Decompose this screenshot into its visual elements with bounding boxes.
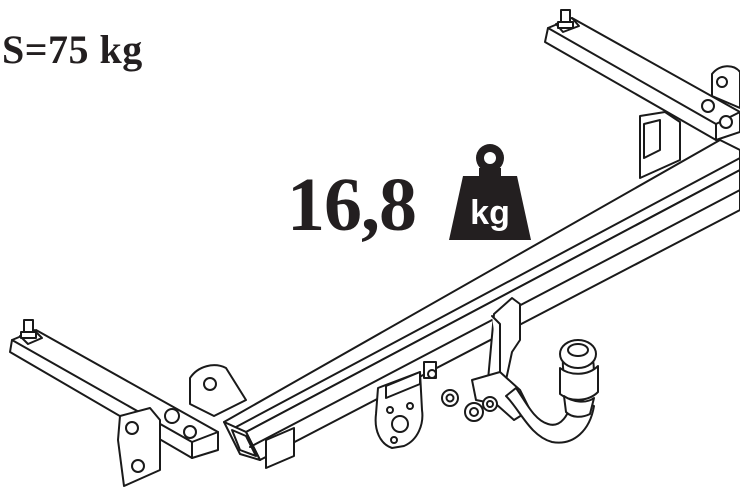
tow-neck [441,297,531,422]
right-mounting-bracket [544,9,740,231]
static-load-label: S=75 kg [2,27,143,72]
weight-unit-badge: kg [470,194,510,232]
weight-kg-icon: kg [449,144,531,240]
weight-value: 16,8 [287,163,417,247]
left-mounting-bracket [9,319,295,487]
tow-ball [505,339,599,444]
socket-plate [374,361,437,449]
